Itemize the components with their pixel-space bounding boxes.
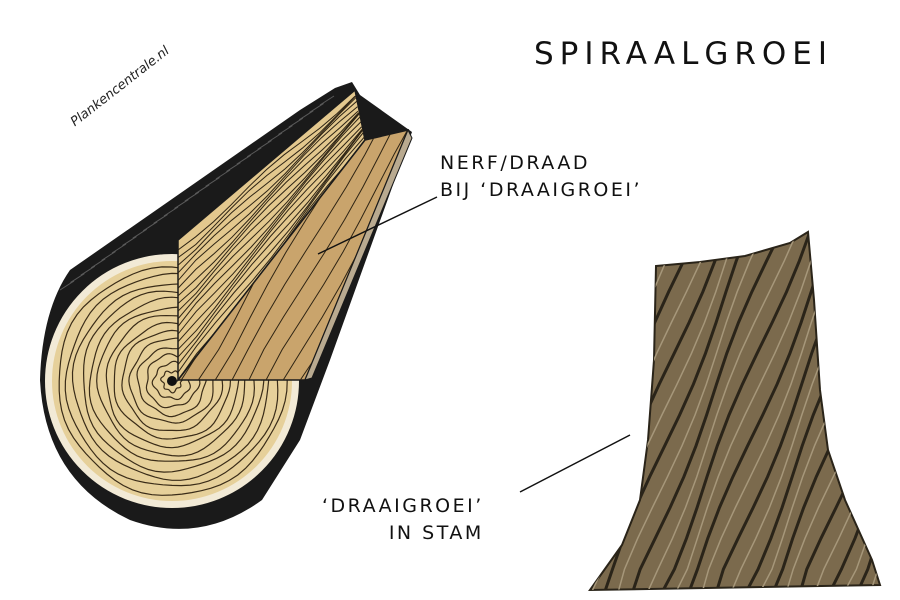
spiral-grain-line xyxy=(264,130,408,380)
bark-texture xyxy=(59,95,335,291)
growth-ring xyxy=(160,370,185,394)
bark-stroke xyxy=(163,206,179,217)
trunk-label-line1: ‘DRAAIGROEI’ xyxy=(322,495,484,517)
bark-stroke xyxy=(122,236,137,247)
log-pith xyxy=(167,376,177,386)
bark-stroke xyxy=(80,265,96,276)
bark-ridge xyxy=(643,232,799,590)
bark-ridge xyxy=(811,232,880,590)
bark-stroke xyxy=(90,258,106,269)
grain-line xyxy=(178,136,365,373)
grain-line xyxy=(178,129,363,350)
trunk-leader-line xyxy=(519,434,631,493)
bark-ridge xyxy=(590,232,631,590)
grain-line xyxy=(178,121,362,327)
bark-stroke xyxy=(319,95,335,106)
bark-stroke xyxy=(70,273,85,284)
trunk-illustration xyxy=(519,230,900,600)
bark-stroke xyxy=(205,176,220,187)
bark-stroke xyxy=(267,132,283,143)
grain-line xyxy=(178,110,359,289)
bark-stroke xyxy=(236,154,252,165)
bark-ridge xyxy=(615,232,765,590)
grain-label-line1: NERF/DRAAD xyxy=(440,152,590,174)
spiral-grain-line xyxy=(230,130,383,380)
grain-line xyxy=(178,95,356,251)
bark-stroke xyxy=(101,250,116,261)
bark-ridge xyxy=(867,232,880,590)
grain-line xyxy=(178,106,358,281)
grain-line xyxy=(178,126,362,335)
bark-ridge xyxy=(824,232,880,590)
bark-stroke xyxy=(184,191,200,202)
grain-line xyxy=(178,116,361,320)
page-title: SPIRAALGROEI xyxy=(534,36,834,72)
bark-stroke xyxy=(278,125,293,136)
bark-ridge xyxy=(882,230,900,600)
grain-line xyxy=(178,95,356,259)
spiral-grain-line xyxy=(247,130,397,380)
log-illustration xyxy=(40,82,438,529)
grain-label: NERF/DRAAD BIJ ‘DRAAIGROEI’ xyxy=(440,150,642,204)
bark-stroke xyxy=(153,213,168,224)
bark-stroke xyxy=(288,117,304,128)
bark-stroke xyxy=(257,139,272,150)
grain-line xyxy=(178,129,364,358)
trunk-label-line2: IN STAM xyxy=(388,522,484,544)
bark-stroke xyxy=(174,199,189,210)
plank-cut-edge xyxy=(304,128,413,381)
bark-ridge xyxy=(656,232,813,590)
bark-ridge xyxy=(590,232,617,590)
bark-stroke xyxy=(246,147,262,158)
bark-ridge xyxy=(684,232,834,590)
grain-line xyxy=(178,112,360,304)
bark-stroke xyxy=(215,169,231,180)
bark-ridge xyxy=(896,230,900,600)
grain-line xyxy=(178,96,357,266)
bark-stroke xyxy=(226,162,241,173)
bark-stroke xyxy=(298,110,314,121)
grain-leader-line xyxy=(317,196,438,255)
bark-stroke xyxy=(142,221,158,232)
bark-stroke xyxy=(194,184,210,195)
grain-line xyxy=(178,112,359,297)
bark-stroke xyxy=(309,102,324,113)
trunk-label: ‘DRAAIGROEI’ IN STAM xyxy=(322,493,484,547)
bark-ridge xyxy=(628,232,784,590)
grain-line xyxy=(178,131,365,366)
bark-stroke xyxy=(132,228,148,239)
bark-ridge xyxy=(590,232,643,590)
grain-label-line2: BIJ ‘DRAAIGROEI’ xyxy=(440,179,643,201)
bark-stroke xyxy=(59,280,75,291)
grain-line xyxy=(178,100,358,274)
grain-line xyxy=(178,112,361,312)
trunk-shape xyxy=(588,230,882,592)
bark-ridge xyxy=(671,232,822,590)
grain-line xyxy=(178,128,363,343)
bark-stroke xyxy=(111,243,127,254)
